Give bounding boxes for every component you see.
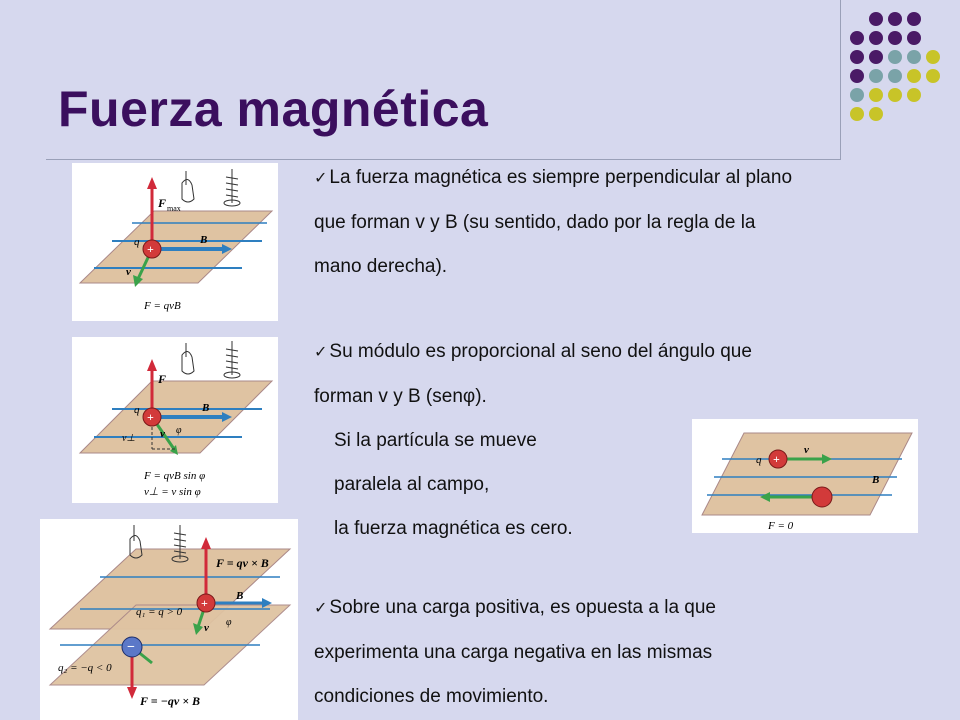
fig1-v-label: v (126, 266, 131, 278)
decorative-dot (888, 31, 902, 45)
bullet-3-line-1: Sobre una carga positiva, es opuesta a l… (329, 597, 717, 618)
checkmark-icon: ✓ (314, 600, 328, 617)
checkmark-icon: ✓ (314, 170, 328, 187)
fig2-vperp-label: v⊥ (122, 433, 135, 444)
decorative-dot (926, 69, 940, 83)
decorative-dot-grid (848, 10, 960, 140)
fig2-q-label: q (134, 404, 140, 416)
fig4-F-top-label: F = qv × B (215, 556, 269, 570)
fig1-q-label: q (134, 236, 140, 248)
fig4-F-bottom-label: F = −qv × B (139, 694, 200, 708)
hand-icon (181, 343, 195, 375)
hand-icon (129, 525, 143, 559)
decorative-dot (907, 69, 921, 83)
fig2-equation-2: v⊥ = v sin φ (144, 486, 201, 498)
fig2-phi-label: φ (176, 425, 182, 436)
decorative-dot (907, 88, 921, 102)
bullet-1-line-3: mano derecha). (314, 256, 448, 277)
bullet-2-sub-1: Si la partícula se mueve (334, 430, 537, 451)
fig1-equation: F = qvB (143, 300, 181, 312)
decorative-dot (850, 50, 864, 64)
bullet-2-sub-2: paralela al campo, (334, 474, 490, 495)
fig3-equation: F = 0 (767, 520, 794, 532)
fig1-F-sub: max (167, 204, 181, 213)
decorative-dot (850, 107, 864, 121)
bullet-1-line-2: que forman v y B (su sentido, dado por l… (314, 212, 756, 233)
decorative-dot (926, 50, 940, 64)
fig3-B-label: B (871, 474, 879, 486)
bullet-1-line-1: La fuerza magnética es siempre perpendic… (329, 167, 793, 188)
figure-parallel-zero-force: + q v B F = 0 (692, 419, 918, 533)
fig2-v-label: v (160, 428, 165, 440)
fig2-plus: + (147, 410, 154, 424)
screw-icon (171, 525, 189, 563)
fig4-phi-label: φ (226, 617, 232, 628)
decorative-dot (850, 31, 864, 45)
slide-title: Fuerza magnética (58, 81, 489, 137)
fig3-v-label: v (804, 444, 809, 456)
decorative-dot (869, 88, 883, 102)
fig1-B-label: B (199, 234, 207, 246)
fig4-B-label: B (235, 590, 243, 602)
fig1-F-label: F (157, 196, 166, 210)
screw-icon (223, 169, 241, 207)
bullet-2-sub-3: la fuerza magnética es cero. (334, 518, 573, 539)
bullet-2-line-2: forman v y B (senφ). (314, 386, 487, 407)
figure-opposite-charges: + − F = qv × B q₁ = q > 0 B v φ q₂ = −q … (40, 519, 298, 720)
fig2-equation-1: F = qvB sin φ (143, 470, 205, 482)
bullet-3-line-2: experimenta una carga negativa en las mi… (314, 642, 713, 663)
fig2-F-label: F (157, 372, 166, 386)
title-divider-vertical (840, 0, 841, 160)
decorative-dot (850, 69, 864, 83)
decorative-dot (869, 12, 883, 26)
title-divider-horizontal (46, 159, 841, 160)
decorative-dot (888, 69, 902, 83)
checkmark-icon: ✓ (314, 344, 328, 361)
decorative-dot (869, 31, 883, 45)
bullet-opposite-charge: ✓Sobre una carga positiva, es opuesta a … (314, 586, 914, 719)
bullet-2-line-1: Su módulo es proporcional al seno del án… (329, 341, 752, 362)
bullet-perpendicular: ✓La fuerza magnética es siempre perpendi… (314, 156, 914, 289)
bullet-modulus: ✓Su módulo es proporcional al seno del á… (314, 330, 752, 551)
fig4-q1-label: q₁ = q > 0 (136, 606, 183, 618)
hand-icon (181, 171, 195, 203)
fig3-plus: + (773, 452, 780, 466)
decorative-dot (888, 12, 902, 26)
fig2-B-label: B (201, 402, 209, 414)
figure-max-force: + F max q B v F = qvB (72, 163, 278, 321)
fig4-minus: − (127, 640, 135, 655)
fig1-plus: + (147, 242, 154, 256)
decorative-dot (907, 12, 921, 26)
screw-icon (223, 341, 241, 379)
fig4-q2-label: q₂ = −q < 0 (58, 662, 112, 674)
decorative-dot (888, 50, 902, 64)
fig4-plus: + (201, 596, 208, 610)
fig4-v-label: v (204, 622, 209, 634)
figure-angle-force: + F q B v v⊥ φ F = qvB sin φ v⊥ = v sin … (72, 337, 278, 503)
decorative-dot (869, 69, 883, 83)
fig3-q-label: q (756, 454, 762, 466)
decorative-dot (907, 50, 921, 64)
decorative-dot (869, 107, 883, 121)
decorative-dot (888, 88, 902, 102)
decorative-dot (850, 88, 864, 102)
bullet-3-line-3: condiciones de movimiento. (314, 686, 549, 707)
decorative-dot (869, 50, 883, 64)
decorative-dot (907, 31, 921, 45)
